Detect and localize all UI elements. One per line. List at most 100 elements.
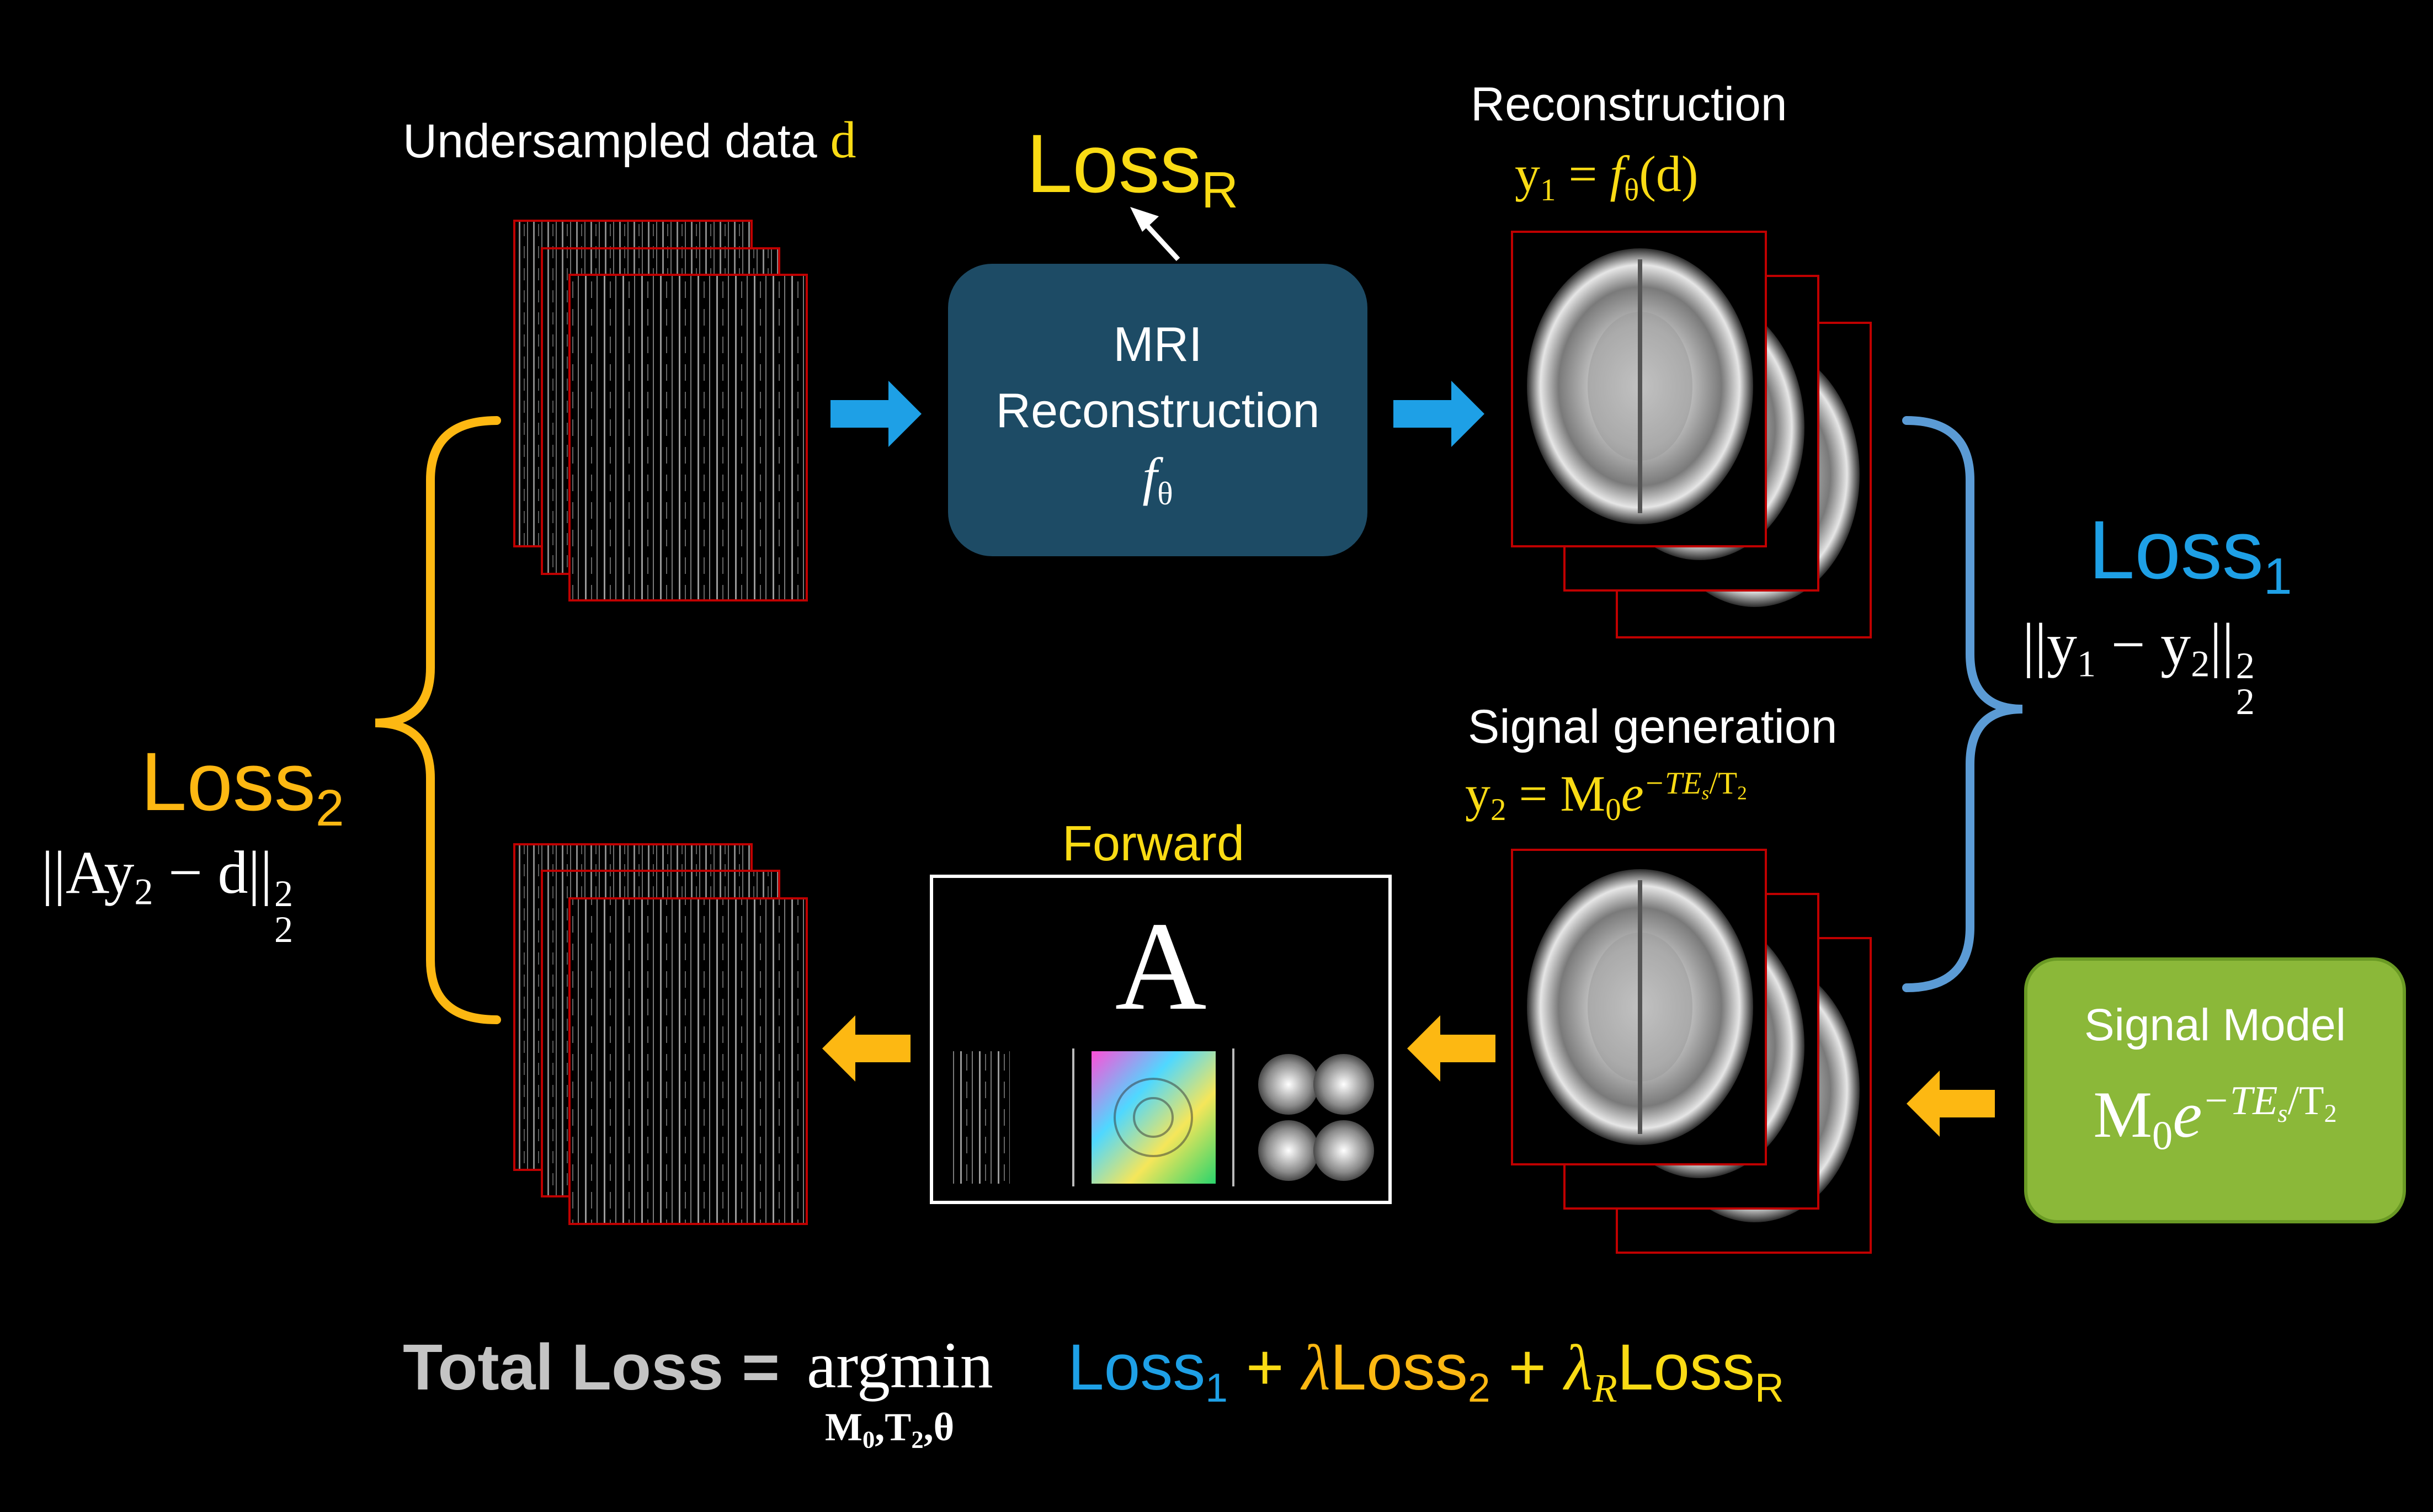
argmin-m: M [825,1405,863,1449]
recon-eq-y: y [1515,146,1540,202]
forward-sampling-mask [949,1051,1010,1184]
loss2-eq-sub1: 2 [134,870,153,913]
arrow-data-to-recon [830,381,922,447]
reconstruction-image-stack [1511,231,1872,638]
loss1-eq-end: || [2210,611,2234,678]
signal-model-title: Signal Model [2084,1000,2346,1050]
loss1-eq-sub3: 2 [2235,680,2255,722]
signal-eq-m-sub: 0 [1605,792,1621,828]
bracket-loss1 [1902,416,2023,992]
loss1-main: Loss [2089,503,2264,596]
bracket-loss2 [375,416,501,1024]
loss2-eq-sub2: 2 [274,908,294,950]
loss-r-sub: R [1201,161,1239,219]
kspace-stack-bottom [513,843,808,1225]
signal-eq-exp: −TE [1643,765,1702,801]
loss2-eq-sup: 2 [274,872,294,914]
arrow-image-to-forward [1407,1015,1495,1082]
forward-title: Forward [1062,816,1245,871]
signal-generation-equation: y2 = M0e−TEs/T2 [1465,764,1747,828]
loss1-eq-mid: − y [2096,611,2191,678]
signal-generation-title: Signal generation [1468,700,1838,753]
tl-loss1: Loss [1068,1331,1206,1404]
forward-operator-symbol: A [1115,896,1207,1036]
argmin-t: ,T [875,1405,912,1449]
tl-lambda: λ [1302,1332,1330,1404]
total-loss-terms: Loss1 + λLoss2 + λRLossR [1068,1330,1784,1412]
loss-r-main: Loss [1026,117,1201,210]
loss1-sub: 1 [2263,547,2292,605]
loss2-label: Loss2 [141,734,344,838]
undersampled-data-label: Undersampled data d [403,110,856,170]
loss2-eq-mid: − d|| [153,839,273,906]
loss2-sub: 2 [315,779,344,837]
recon-eq-y-sub: 1 [1540,173,1556,208]
reconstruction-equation: y1 = fθ(d) [1515,145,1699,208]
arrow-recon-to-image [1393,381,1484,447]
undersampled-text: Undersampled data [403,115,817,168]
argmin-m-sub: 0 [862,1425,875,1454]
recon-eq-f: f [1610,146,1624,202]
signal-eq-e: e [1621,765,1644,822]
tl-loss2-sub: 2 [1467,1365,1490,1410]
signal-model-box: Signal Model M0e−TEs/T2 [2024,957,2406,1223]
tl-plus2: + [1490,1331,1564,1404]
signal-model-m: M [2093,1078,2153,1151]
tl-lossr: Loss [1617,1331,1755,1404]
signal-eq-y-sub: 2 [1490,792,1506,828]
signal-eq-exp-sub: s [1701,781,1710,804]
recon-box-line2: Reconstruction [995,383,1320,438]
recon-eq-f-sub: θ [1623,173,1639,208]
signal-model-exp-sub: s [2277,1099,2288,1127]
signal-model-tail: /T [2287,1078,2324,1124]
arrow-to-loss-r [1143,221,1180,262]
argmin-operator: argmin [807,1328,993,1402]
tl-loss1-sub: 1 [1205,1365,1228,1410]
total-loss-label: Total Loss = [403,1331,780,1404]
signal-model-exp: −TE [2202,1078,2278,1124]
arrow-forward-to-kspace [822,1015,911,1082]
forward-coil-phase-map [1092,1051,1216,1184]
loss1-eq-start: ||y [2022,611,2078,678]
reconstruction-title: Reconstruction [1471,78,1787,131]
signal-eq-y: y [1465,765,1490,822]
signal-generation-image-stack [1511,849,1872,1254]
signal-model-m-sub: 0 [2152,1113,2173,1159]
loss1-eq-sup: 2 [2235,644,2255,686]
loss1-eq-sub2: 2 [2191,642,2210,685]
loss1-label: Loss1 [2089,502,2292,606]
tl-plus1: + [1227,1331,1302,1404]
undersampled-stack-top [513,220,808,601]
recon-box-func: fθ [948,446,1367,513]
argmin-theta: ,θ [923,1405,955,1449]
tl-lambda-r: λ [1564,1332,1593,1404]
signal-eq-exp-tail-sub: 2 [1737,781,1747,804]
argmin-t-sub: 2 [911,1425,924,1454]
recon-eq-arg: (d) [1639,146,1699,202]
recon-func-sub: θ [1157,475,1173,512]
mri-reconstruction-box: MRI Reconstruction fθ [948,264,1367,556]
tl-lossr-sub: R [1755,1365,1784,1410]
forward-operator-box: A [930,875,1392,1204]
signal-eq-mid: = M [1506,765,1606,822]
loss-r-label: LossR [1026,116,1238,220]
loss1-eq-sub1: 1 [2077,642,2096,685]
forward-coil-sensitivity-maps [1258,1054,1374,1181]
signal-model-e: e [2173,1078,2202,1151]
arrow-model-to-image [1907,1071,1995,1137]
recon-box-line1: MRI [1113,317,1202,371]
signal-model-equation: M0e−TEs/T2 [2027,1077,2403,1159]
tl-loss2: Loss [1330,1331,1468,1404]
loss2-main: Loss [141,735,316,828]
signal-model-tail-sub: 2 [2324,1099,2337,1127]
recon-func-f: f [1142,447,1158,506]
argmin-variables: M0,T2,θ [825,1404,954,1454]
tl-lambda-r-sub: R [1593,1365,1617,1410]
recon-eq-eq: = [1556,146,1610,202]
loss2-eq-start: ||Ay [41,839,135,906]
signal-eq-exp-tail: /T [1709,765,1738,801]
undersampled-var: d [830,111,856,169]
